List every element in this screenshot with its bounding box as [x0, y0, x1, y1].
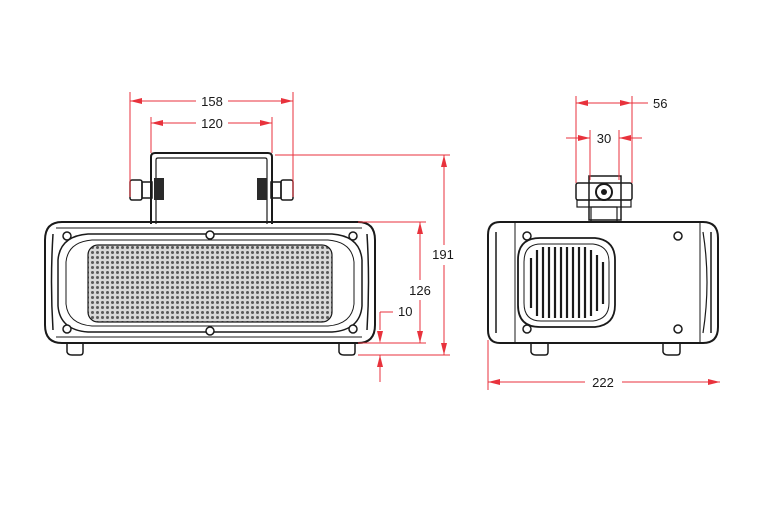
dim-side-bracket-inner-label: 30: [597, 131, 611, 146]
dim-bracket-outer-label: 158: [201, 94, 223, 109]
front-housing: [44, 221, 376, 356]
side-view: 56 30 222: [487, 96, 720, 390]
front-bracket: [129, 152, 294, 224]
side-housing: [487, 221, 719, 356]
side-dimensions: 56 30 222: [487, 96, 720, 390]
side-bracket: [575, 175, 633, 223]
dim-depth-label: 222: [592, 375, 614, 390]
side-screws: [522, 231, 683, 334]
dim-foot-height-label: 10: [398, 304, 412, 319]
dim-body-height-label: 126: [409, 283, 431, 298]
side-vent: [517, 237, 616, 328]
dim-side-bracket-outer-label: 56: [653, 96, 667, 111]
dim-total-height-label: 191: [432, 247, 454, 262]
led-panel: [87, 244, 333, 323]
dim-bracket-inner-label: 120: [201, 116, 223, 131]
front-dimensions: 158 120 191 126: [129, 92, 454, 382]
front-view: 158 120 191 126: [44, 92, 454, 382]
front-screws: [62, 230, 358, 336]
